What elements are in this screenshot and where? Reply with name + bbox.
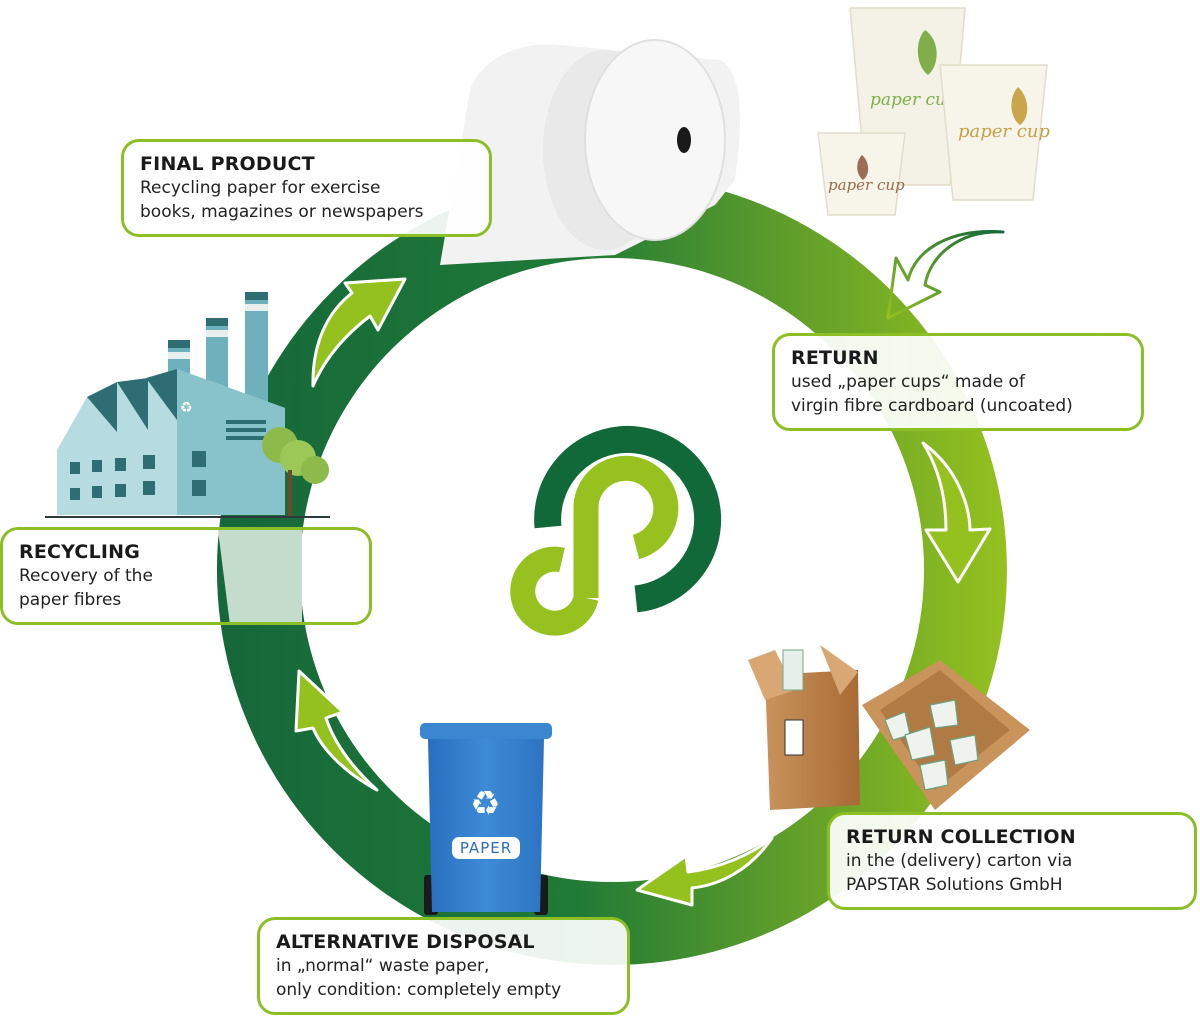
svg-text:paper cup: paper cup <box>828 176 905 194</box>
stage-description-line: in the (delivery) carton via <box>846 851 1073 871</box>
stage-title: RETURN <box>791 347 879 369</box>
stage-description-line: Recycling paper for exercise <box>140 178 381 198</box>
flow-arrow-top-left <box>311 277 407 388</box>
bin-recycle-icon: ♻ <box>470 784 500 824</box>
factory-illustration: ♻ <box>45 292 330 518</box>
bin-label: PAPER <box>452 837 520 859</box>
stage-box-recycling: RECYCLING Recovery of the paper fibres <box>0 527 372 625</box>
stage-box-final-product: FINAL PRODUCT Recycling paper for exerci… <box>121 139 492 237</box>
svg-text:paper cu: paper cu <box>870 90 946 110</box>
flow-arrow-left <box>294 669 379 792</box>
stage-title: RECYCLING <box>19 541 141 563</box>
stage-box-return-collection: RETURN COLLECTION in the (delivery) cart… <box>827 812 1197 910</box>
paper-bin-illustration: ♻ <box>420 723 552 915</box>
stage-title: RETURN COLLECTION <box>846 826 1076 848</box>
cardboard-boxes-illustration <box>748 645 1030 810</box>
recycle-icon: ♻ <box>180 400 193 416</box>
paper-roll-illustration <box>440 39 740 265</box>
stage-box-alternative-disposal: ALTERNATIVE DISPOSAL in „normal“ waste p… <box>257 917 630 1015</box>
paper-cups-illustration: paper cu paper cup paper cup <box>817 7 1050 216</box>
stage-description-line: virgin fibre cardboard (uncoated) <box>791 396 1073 416</box>
flow-arrow-bottom <box>635 836 774 907</box>
ring-fade-segment <box>218 530 302 625</box>
center-logo <box>510 425 722 636</box>
stage-description-line: only condition: completely empty <box>276 980 562 1000</box>
stage-description-line: used „paper cups“ made of <box>791 372 1025 392</box>
stage-description-line: PAPSTAR Solutions GmbH <box>846 875 1063 895</box>
svg-text:paper cup: paper cup <box>958 121 1050 142</box>
return-arrow-icon <box>886 230 1005 320</box>
stage-description-line: paper fibres <box>19 590 122 610</box>
stage-description-line: Recovery of the <box>19 566 153 586</box>
stage-box-return: RETURN used „paper cups“ made of virgin … <box>772 333 1144 431</box>
stage-title: FINAL PRODUCT <box>140 153 315 175</box>
flow-arrow-right <box>921 441 992 584</box>
stage-description-line: books, magazines or newspapers <box>140 202 424 222</box>
stage-description-line: in „normal“ waste paper, <box>276 956 490 976</box>
stage-title: ALTERNATIVE DISPOSAL <box>276 931 535 953</box>
